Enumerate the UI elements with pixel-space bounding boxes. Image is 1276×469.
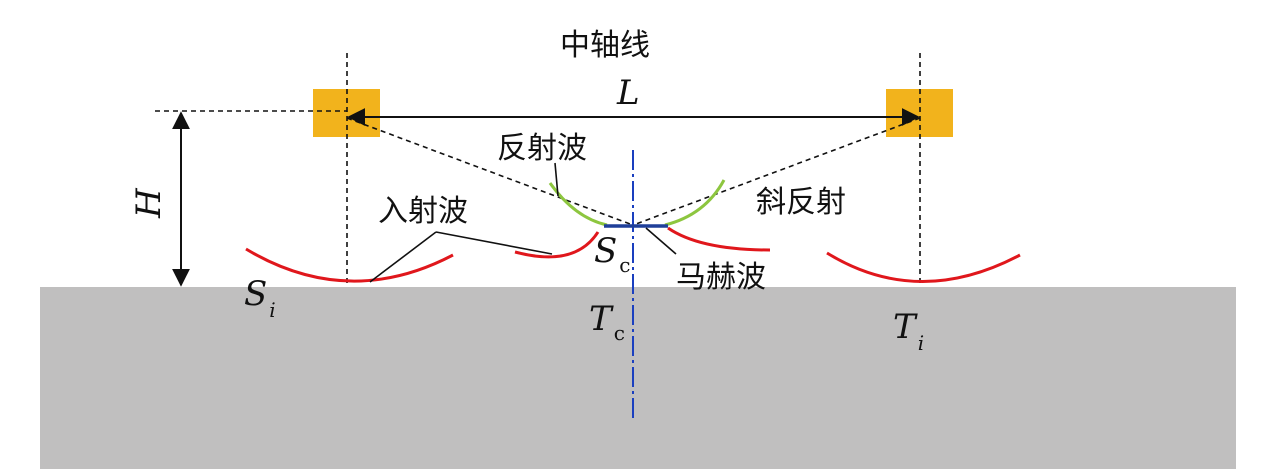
- incident-wave-leader-left: [369, 231, 437, 283]
- left-reflected-wave: [548, 182, 608, 227]
- right-oblique-dashed-line: [635, 117, 921, 225]
- reflected-wave-leader: [554, 162, 559, 197]
- center-axis-label: 中轴线: [560, 28, 650, 63]
- reflected-wave-label: 反射波: [497, 131, 587, 166]
- height-h-label: H: [129, 187, 169, 219]
- mach-wave-label: 马赫波: [676, 260, 766, 295]
- center-right-incident-wave: [667, 226, 771, 252]
- incident-wave-label: 入射波: [378, 194, 468, 229]
- right-incident-wave: [826, 251, 1021, 283]
- oblique-reflection-label: 斜反射: [756, 185, 846, 220]
- distance-l-label: L: [616, 73, 640, 113]
- right-reflected-wave: [664, 179, 726, 227]
- incident-wave-leader-right: [435, 231, 553, 255]
- center-left-incident-wave: [514, 231, 600, 259]
- ground-surface: [40, 287, 1236, 469]
- left-incident-wave: [245, 247, 454, 283]
- mach-wave-leader: [645, 227, 677, 255]
